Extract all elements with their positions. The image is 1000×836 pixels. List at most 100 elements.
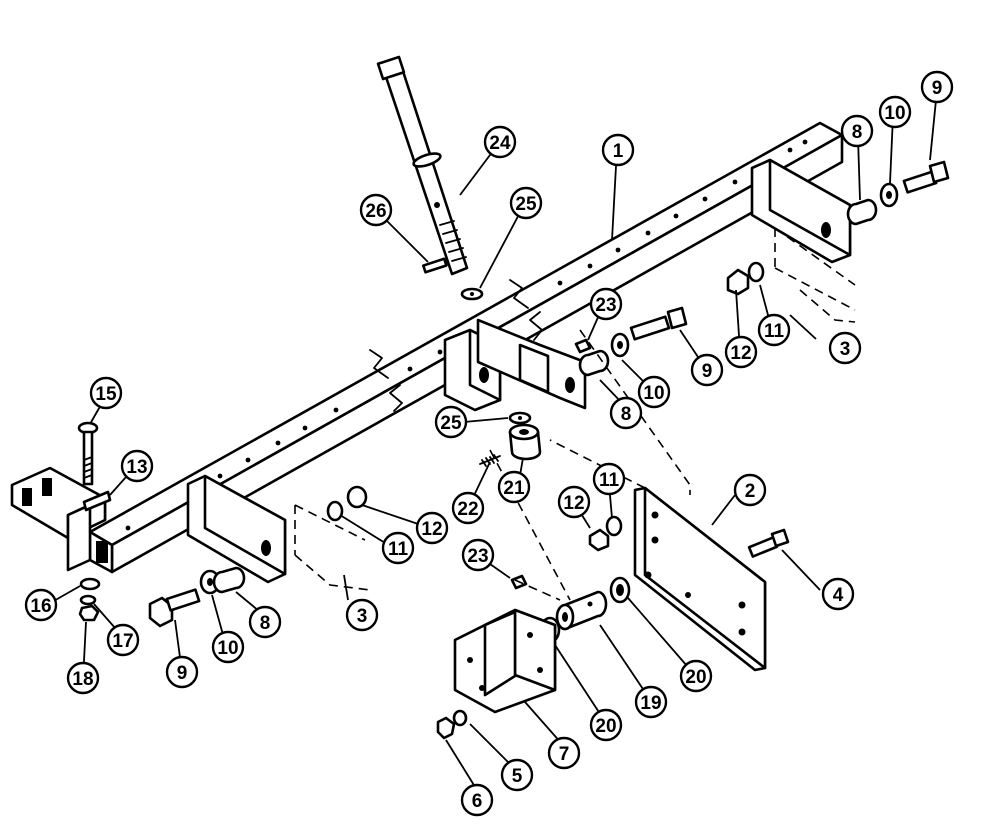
large-plate (633, 486, 767, 672)
callout-23-lower-label: 23 (467, 546, 488, 567)
callout-6-label: 6 (472, 791, 483, 812)
callout-13: 13 (120, 449, 154, 483)
callout-11-right-label: 11 (764, 321, 785, 342)
callout-9-middle: 9 (690, 353, 724, 387)
callout-2: 2 (733, 473, 767, 507)
callout-11-middle: 11 (592, 462, 626, 496)
roll-pin (422, 257, 448, 274)
callout-20-left: 20 (589, 708, 623, 742)
callout-11-left-label: 11 (388, 539, 409, 560)
callout-3-left: 3 (345, 598, 379, 632)
callout-8-top-label: 8 (852, 122, 863, 143)
callout-18: 18 (66, 661, 100, 695)
callouts: 1 2 3 3 4 5 6 7 8 8 8 9 9 9 10 10 10 11 … (24, 70, 954, 817)
hex-nut (78, 604, 100, 622)
callout-26-label: 26 (365, 201, 386, 222)
callout-10-left-label: 10 (217, 638, 238, 659)
callout-1: 1 (601, 133, 635, 167)
callout-20-left-label: 20 (595, 716, 616, 737)
callout-23-lower: 23 (461, 538, 495, 572)
callout-20-right-label: 20 (685, 667, 706, 688)
callout-6: 6 (460, 783, 494, 817)
callout-7-label: 7 (559, 744, 570, 765)
callout-8-left-label: 8 (260, 613, 271, 634)
callout-9-middle-label: 9 (702, 361, 713, 382)
plate-bolt (747, 528, 790, 558)
callout-16: 16 (24, 588, 58, 622)
callout-9-left-label: 9 (177, 663, 188, 684)
callout-12-middle: 12 (557, 485, 591, 519)
left-mount-plate (186, 474, 287, 584)
carriage-bolt (77, 421, 99, 486)
hardware-middle (578, 306, 688, 377)
callout-24: 24 (483, 125, 517, 159)
callout-5-label: 5 (512, 766, 523, 787)
callout-15: 15 (89, 376, 123, 410)
callout-23-upper: 23 (589, 287, 623, 321)
callout-11-middle-label: 11 (599, 470, 620, 491)
callout-20-right: 20 (679, 659, 713, 693)
callout-11-left: 11 (381, 531, 415, 565)
callout-10-left: 10 (211, 630, 245, 664)
callout-12-right: 12 (724, 335, 758, 369)
pivot-bracket (453, 608, 557, 714)
callout-2-label: 2 (745, 481, 756, 502)
callout-3-left-label: 3 (357, 606, 368, 627)
callout-5: 5 (500, 758, 534, 792)
callout-8-top: 8 (840, 114, 874, 148)
callout-4: 4 (821, 577, 855, 611)
callout-25-lower-label: 25 (440, 413, 462, 434)
callout-22-label: 22 (457, 499, 478, 520)
callout-10-middle-label: 10 (643, 383, 664, 404)
callout-25-top-label: 25 (515, 194, 537, 215)
callout-8-middle-label: 8 (621, 404, 632, 425)
callout-1-label: 1 (613, 141, 624, 162)
collar (508, 423, 542, 461)
callout-19-label: 19 (640, 693, 661, 714)
callout-9-top: 9 (920, 70, 954, 104)
callout-17-label: 17 (112, 631, 133, 652)
pivot-shaft (555, 590, 608, 631)
bracket-lock-washer (452, 709, 468, 727)
callout-12-right-label: 12 (730, 343, 751, 364)
adjusting-screw (376, 55, 469, 276)
callout-24-label: 24 (489, 133, 511, 154)
callout-9-left: 9 (165, 655, 199, 689)
callout-15-label: 15 (95, 384, 117, 405)
callout-25-top: 25 (509, 186, 543, 220)
center-bracket (443, 318, 587, 412)
callout-12-left-label: 12 (421, 519, 442, 540)
callout-10-middle: 10 (637, 375, 671, 409)
bracket-nut (436, 716, 456, 740)
lock-washer (79, 594, 97, 606)
left-clamp (10, 466, 112, 572)
right-mount-plate (750, 158, 852, 264)
callout-3-right-label: 3 (840, 339, 851, 360)
callout-16-label: 16 (30, 596, 51, 617)
callout-3-right: 3 (828, 331, 862, 365)
hardware-top-right (726, 160, 950, 296)
grease-fitting-upper (574, 338, 592, 354)
callout-17: 17 (106, 623, 140, 657)
callout-12-middle-label: 12 (563, 493, 584, 514)
hardware-bottom-left (148, 485, 368, 628)
callout-8-middle: 8 (609, 396, 643, 430)
callout-25-lower: 25 (434, 405, 468, 439)
callout-12-left: 12 (415, 511, 449, 545)
callout-21: 21 (497, 470, 531, 504)
callout-18-label: 18 (72, 669, 93, 690)
callout-9-top-label: 9 (932, 78, 943, 99)
callout-26: 26 (359, 193, 393, 227)
callout-22: 22 (451, 491, 485, 525)
beam-holes (125, 139, 808, 531)
set-screw (479, 454, 501, 467)
callout-4-label: 4 (833, 585, 844, 606)
callout-23-upper-label: 23 (595, 295, 616, 316)
callout-7: 7 (547, 736, 581, 770)
callout-10-top: 10 (878, 95, 912, 129)
callout-19: 19 (634, 685, 668, 719)
callout-13-label: 13 (126, 457, 147, 478)
callout-21-label: 21 (503, 478, 525, 499)
callout-11-right: 11 (757, 313, 791, 347)
